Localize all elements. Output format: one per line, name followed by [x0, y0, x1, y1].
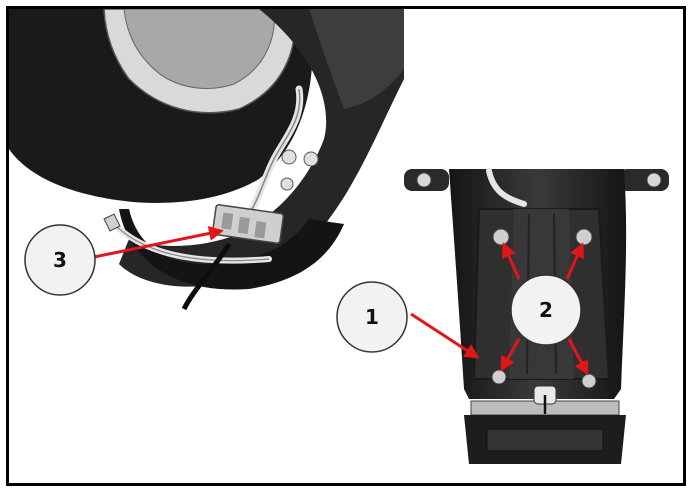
wheel-assembly-illustration — [9, 9, 404, 311]
callout-3-label: 3 — [53, 248, 67, 272]
callout-2-arrow-br — [567, 338, 589, 376]
callout-1: 1 — [336, 281, 408, 353]
callout-2: 2 — [510, 274, 582, 346]
callout-2-arrow-bl — [500, 338, 521, 372]
callout-2-label: 2 — [539, 298, 553, 322]
callout-3-arrow — [93, 226, 224, 259]
callout-2-arrow-tl — [501, 242, 521, 280]
figure-frame: 3 1 2 — [6, 6, 686, 486]
callout-1-arrow — [410, 312, 480, 359]
technical-illustration: 3 1 2 — [9, 9, 669, 464]
callout-2-arrow-tr — [565, 242, 585, 280]
callout-arrows — [93, 226, 589, 376]
callout-3: 3 — [24, 224, 96, 296]
callout-1-label: 1 — [365, 305, 379, 329]
